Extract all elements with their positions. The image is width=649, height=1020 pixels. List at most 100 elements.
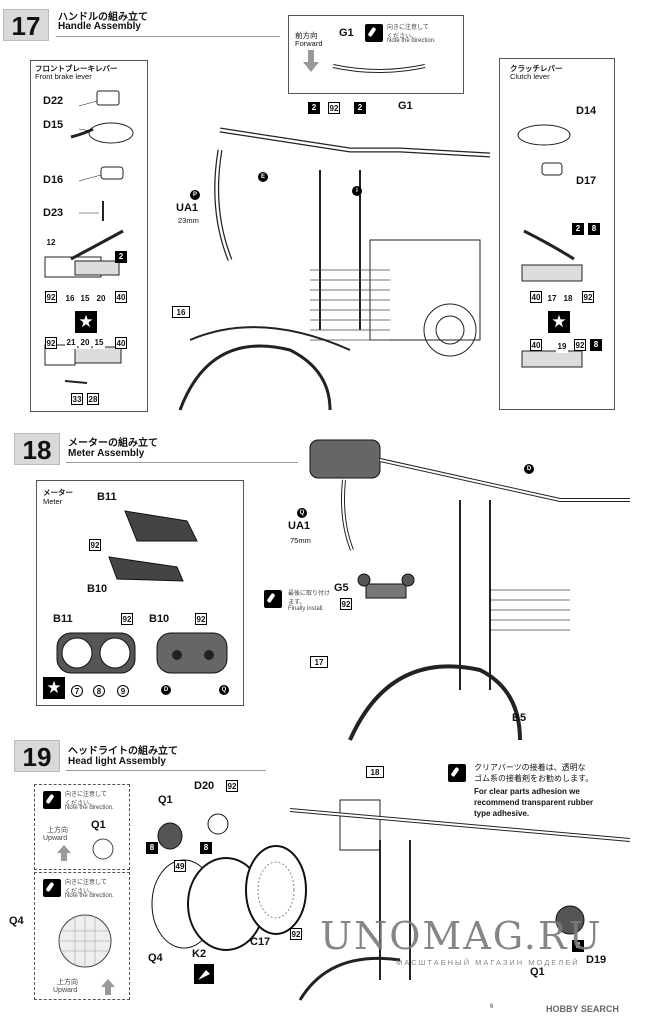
clear-note-en: For clear parts adhesion we recommend tr… bbox=[474, 787, 594, 818]
part-q1-bottom: Q1 bbox=[530, 966, 545, 978]
part-b5: B5 bbox=[512, 712, 527, 724]
num-18-17: 17 bbox=[310, 656, 328, 668]
warning-icon bbox=[365, 24, 383, 42]
step19-number: 19 bbox=[14, 740, 60, 772]
num-clutch-92: 92 bbox=[582, 291, 594, 303]
tube-length-23: 23mm bbox=[178, 216, 199, 225]
num-brake-28: 28 bbox=[87, 393, 99, 405]
part-b10-b: B10 bbox=[149, 613, 170, 625]
step19-rule bbox=[66, 770, 266, 771]
final-install-en: Finally install. bbox=[288, 606, 325, 612]
g1-direction-note: 前方向 Forward G1 向きに注意して ください。 Note the di… bbox=[288, 15, 464, 94]
main-part-g1: G1 bbox=[398, 100, 413, 112]
meter-panel: メーター Meter B11 B10 B11 B10 92 92 92 ★ 7 … bbox=[36, 480, 244, 706]
part-q4: Q4 bbox=[148, 952, 163, 964]
k2-paint-icon bbox=[194, 964, 214, 984]
final-install-jp: 最後に取り付けます。 bbox=[288, 591, 331, 606]
part-d15: D15 bbox=[43, 119, 64, 131]
part-b10-a: B10 bbox=[87, 583, 108, 595]
num-main-2a: 2 bbox=[308, 102, 320, 114]
handlebar-drawing bbox=[332, 64, 426, 73]
q4-warn-jp: 向きに注意して ください。 bbox=[65, 880, 107, 895]
num-19-92a: 92 bbox=[226, 780, 238, 792]
part-g5: G5 bbox=[334, 582, 349, 594]
forward-label-jp: 前方向 bbox=[295, 31, 318, 40]
num-19-18: 18 bbox=[366, 766, 384, 778]
q1-up-jp: 上方向 bbox=[47, 827, 68, 834]
part-d20: D20 bbox=[194, 780, 215, 792]
num-19-8c: 8 bbox=[572, 940, 584, 952]
num-brake-40a: 40 bbox=[115, 291, 127, 303]
g5-bracket-drawing bbox=[357, 573, 415, 599]
final-warning-icon bbox=[264, 590, 282, 608]
step17-title-en: Handle Assembly bbox=[58, 21, 141, 32]
step17-rule bbox=[56, 36, 280, 37]
q1-direction-note: 向きに注意して ください。 Note the direction. 上方向 Up… bbox=[34, 784, 130, 870]
num-meter-8: 8 bbox=[93, 685, 105, 697]
q1-lens-drawing bbox=[92, 838, 114, 860]
step18-rule bbox=[66, 462, 298, 463]
step17-title-jp: ハンドルの組み立て bbox=[58, 12, 148, 23]
circle-q-main: Q bbox=[297, 508, 307, 518]
part-d22: D22 bbox=[43, 95, 64, 107]
note-part-g1: G1 bbox=[339, 27, 354, 39]
num-clutch-18: 18 bbox=[562, 293, 574, 305]
num-brake-92b: 92 bbox=[45, 337, 57, 349]
circle-d-main: D bbox=[524, 464, 534, 474]
num-brake-16: 16 bbox=[64, 293, 76, 305]
q1-note-part: Q1 bbox=[91, 819, 106, 831]
upward-arrow-icon bbox=[101, 979, 115, 995]
meter-title-en: Meter bbox=[43, 497, 63, 506]
num-main-16: 16 bbox=[172, 306, 190, 318]
num-clutch-2: 2 bbox=[572, 223, 584, 235]
num-clutch-40: 40 bbox=[530, 291, 542, 303]
num-brake-21: 21 bbox=[65, 337, 77, 349]
part-b11-b: B11 bbox=[53, 613, 73, 625]
q4-warn-en: Note the direction. bbox=[65, 893, 114, 899]
step19-title-en: Head light Assembly bbox=[68, 756, 166, 767]
step18-motorcycle-drawing bbox=[309, 439, 630, 741]
warning-icon bbox=[43, 791, 61, 809]
tube-ua1-18: UA1 bbox=[288, 520, 311, 532]
num-19-92b: 92 bbox=[290, 928, 302, 940]
num-brake-15b: 15 bbox=[93, 337, 105, 349]
front-brake-title-jp: フロントブレーキレバー bbox=[35, 64, 118, 73]
num-brake-33: 33 bbox=[71, 393, 83, 405]
circle-p: P bbox=[190, 190, 200, 200]
q4-direction-note: 向きに注意して ください。 Note the direction. Q4 上方向… bbox=[9, 872, 130, 1000]
watermark-brand: UNOMAG.RU bbox=[320, 914, 603, 958]
step19-motorcycle-drawing bbox=[289, 799, 631, 1001]
warning-icon bbox=[43, 879, 61, 897]
num-19-8b: 8 bbox=[200, 842, 212, 854]
meter-parts-drawing bbox=[56, 510, 228, 674]
num-meter-92c: 92 bbox=[195, 613, 207, 625]
q4-up-en: Upward bbox=[53, 987, 78, 994]
num-clutch-92b: 92 bbox=[574, 339, 586, 351]
num-clutch-8b: 8 bbox=[590, 339, 602, 351]
q4-lens-drawing bbox=[58, 914, 112, 968]
num-brake-40b: 40 bbox=[115, 337, 127, 349]
q4-note-part: Q4 bbox=[9, 915, 24, 927]
meter-title-jp: メーター bbox=[43, 488, 73, 497]
num-meter-92a: 92 bbox=[89, 539, 101, 551]
num-clutch-19: 19 bbox=[556, 341, 568, 353]
num-clutch-17: 17 bbox=[546, 293, 558, 305]
num-brake-12: 12 bbox=[45, 237, 57, 249]
q4-up-jp: 上方向 bbox=[57, 979, 78, 986]
part-b11-a: B11 bbox=[97, 491, 117, 503]
num-meter-92b: 92 bbox=[121, 613, 133, 625]
part-d17: D17 bbox=[576, 175, 597, 187]
brake-parts-drawing bbox=[44, 90, 134, 384]
paint-star-icon: ★ bbox=[43, 677, 65, 699]
upward-arrow-icon bbox=[57, 845, 71, 861]
forward-arrow-icon bbox=[303, 50, 319, 72]
circle-d-meter: D bbox=[161, 685, 171, 695]
num-g5-92: 92 bbox=[340, 598, 352, 610]
watermark-sub: МАСШТАБНЫЙ МАГАЗИН МОДЕЛЕЙ bbox=[396, 958, 580, 967]
clear-parts-warning-icon bbox=[448, 764, 466, 782]
step17-number: 17 bbox=[3, 9, 49, 41]
part-d14: D14 bbox=[576, 105, 597, 117]
step19-title-jp: ヘッドライトの組み立て bbox=[68, 746, 178, 757]
hobby-search-logo: HOBBY SEARCH bbox=[546, 1004, 619, 1014]
headlight-parts-drawing bbox=[151, 813, 307, 951]
